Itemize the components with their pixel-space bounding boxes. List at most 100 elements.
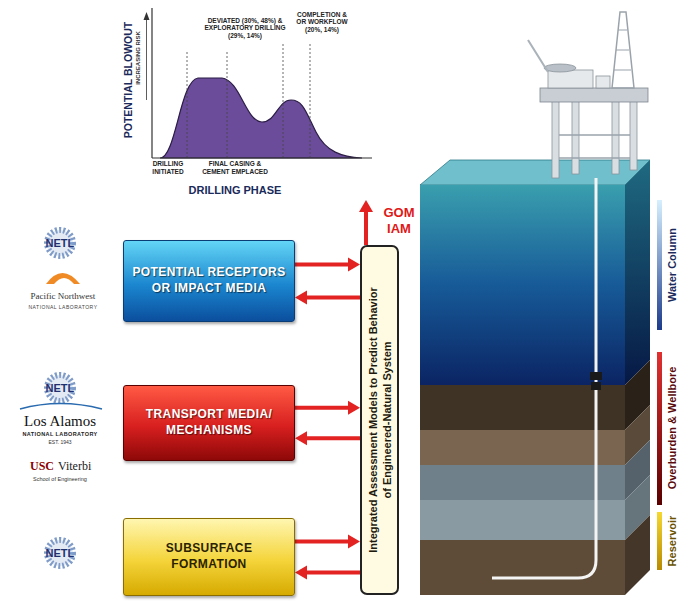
arrowhead xyxy=(348,401,360,415)
axis-note: INCREASING RISK xyxy=(135,31,142,85)
derrick-strut xyxy=(618,30,627,31)
derrick-strut xyxy=(616,50,629,51)
rock-layer xyxy=(420,465,625,500)
logo-text: Viterbi xyxy=(58,459,91,473)
derrick xyxy=(612,12,634,88)
arrowhead xyxy=(295,566,307,580)
connector-line xyxy=(364,211,368,245)
lanl-swoosh xyxy=(20,404,102,410)
platform-deck xyxy=(540,88,648,102)
x-axis xyxy=(152,157,372,158)
node-text: Integrated Assessment Models to Predict … xyxy=(365,285,394,555)
model-bar: Integrated Assessment Models to Predict … xyxy=(360,245,399,595)
phase-label: DEVIATED (30%, 48%) & EXPLORATORY DRILLI… xyxy=(202,17,288,40)
crane-boom xyxy=(528,40,548,72)
logo-text: NETL xyxy=(46,547,75,560)
arrowhead xyxy=(348,258,360,272)
phase-label: COMPLETION & OR WORKFLOW (20%, 14%) xyxy=(294,11,350,34)
connector-line xyxy=(306,571,360,575)
connector-line xyxy=(295,406,349,410)
logo-text: NETL xyxy=(46,237,75,250)
arrowhead xyxy=(295,431,307,445)
phase-divider xyxy=(227,52,228,158)
logo-text: NATIONAL LABORATORY xyxy=(29,304,98,310)
platform-module xyxy=(548,70,593,88)
logo-text: NETL xyxy=(46,382,75,395)
process-box: POTENTIAL RECEPTORS OR IMPACT MEDIA xyxy=(123,240,295,322)
blowout-preventer xyxy=(591,382,601,390)
blowout-chart xyxy=(144,8,373,158)
wellbore xyxy=(492,178,596,578)
phase-divider xyxy=(187,52,188,158)
axis-title: POTENTIAL BLOWOUT xyxy=(122,22,135,138)
platform-leg xyxy=(630,100,637,170)
pnnl-emblem xyxy=(46,273,80,284)
platform-module xyxy=(596,76,610,88)
phase-divider xyxy=(283,44,284,158)
arrowhead xyxy=(359,200,373,212)
arrowhead xyxy=(295,290,307,304)
offshore-block xyxy=(420,160,650,595)
helipad xyxy=(544,64,576,72)
risk-arrow xyxy=(146,20,147,100)
zone-label: Reservoir xyxy=(666,516,679,567)
connector-arrow xyxy=(295,431,360,445)
system-tag: GOM IAM xyxy=(378,205,420,236)
reservoir-layer xyxy=(420,500,625,540)
logo-text: NATIONAL LABORATORY xyxy=(23,431,98,438)
connector-arrow xyxy=(295,566,360,580)
axis-title: DRILLING PHASE xyxy=(189,184,282,197)
connector-line xyxy=(306,295,360,299)
platform-leg xyxy=(612,100,619,174)
logo-text: EST. 1943 xyxy=(49,439,72,445)
connector-arrow xyxy=(295,258,360,272)
connector-arrow xyxy=(295,401,360,415)
reservoir-bar xyxy=(657,512,662,570)
platform-brace xyxy=(559,157,630,159)
overburden-bar xyxy=(657,352,662,505)
rock-layer xyxy=(420,430,625,465)
connector-line xyxy=(295,263,349,267)
node-text: SUBSURFACE FORMATION xyxy=(132,541,286,572)
phase-label: FINAL CASING & CEMENT EMPLACED xyxy=(195,160,275,176)
node-text: TRANSPORT MEDIA/ MECHANISMS xyxy=(132,407,286,438)
process-box: SUBSURFACE FORMATION xyxy=(123,518,295,596)
node-text: POTENTIAL RECEPTORS OR IMPACT MEDIA xyxy=(132,265,286,296)
platform-leg xyxy=(552,100,559,178)
risk-chart: POTENTIAL BLOWOUTINCREASING RISK DRILLING… xyxy=(110,0,400,200)
platform-brace xyxy=(559,134,630,136)
water-bar xyxy=(657,200,662,330)
risk-curve xyxy=(160,78,362,158)
water-side xyxy=(625,160,650,385)
connector-line xyxy=(295,539,349,543)
water-column xyxy=(420,185,625,385)
pnnl-emblem xyxy=(54,278,74,284)
risk-arrowhead xyxy=(144,12,150,20)
oil-platform xyxy=(528,12,648,178)
rock-layer xyxy=(420,385,625,430)
logos xyxy=(20,230,102,566)
zone-label: Overburden & Wellbore xyxy=(666,367,679,490)
phase-label: DRILLING INITIATED xyxy=(148,160,188,176)
arrowhead xyxy=(348,534,360,548)
connector-line xyxy=(306,436,360,440)
process-box: TRANSPORT MEDIA/ MECHANISMS xyxy=(123,385,295,461)
connector-arrow xyxy=(295,534,360,548)
logo-text: Pacific Northwest xyxy=(31,291,96,302)
logo-text: Los Alamos xyxy=(24,412,96,430)
phase-divider xyxy=(310,44,311,158)
y-axis xyxy=(151,8,152,158)
rock-layer-side xyxy=(625,515,650,595)
platform-leg xyxy=(572,100,579,174)
derrick-strut xyxy=(614,70,631,71)
zone-label: Water Column xyxy=(666,228,679,302)
logo-text: School of Engineering xyxy=(33,476,87,483)
connector-arrow xyxy=(359,200,373,245)
connector-arrow xyxy=(295,290,360,304)
logo-text: USC xyxy=(30,459,54,473)
blowout-preventer xyxy=(590,372,602,380)
